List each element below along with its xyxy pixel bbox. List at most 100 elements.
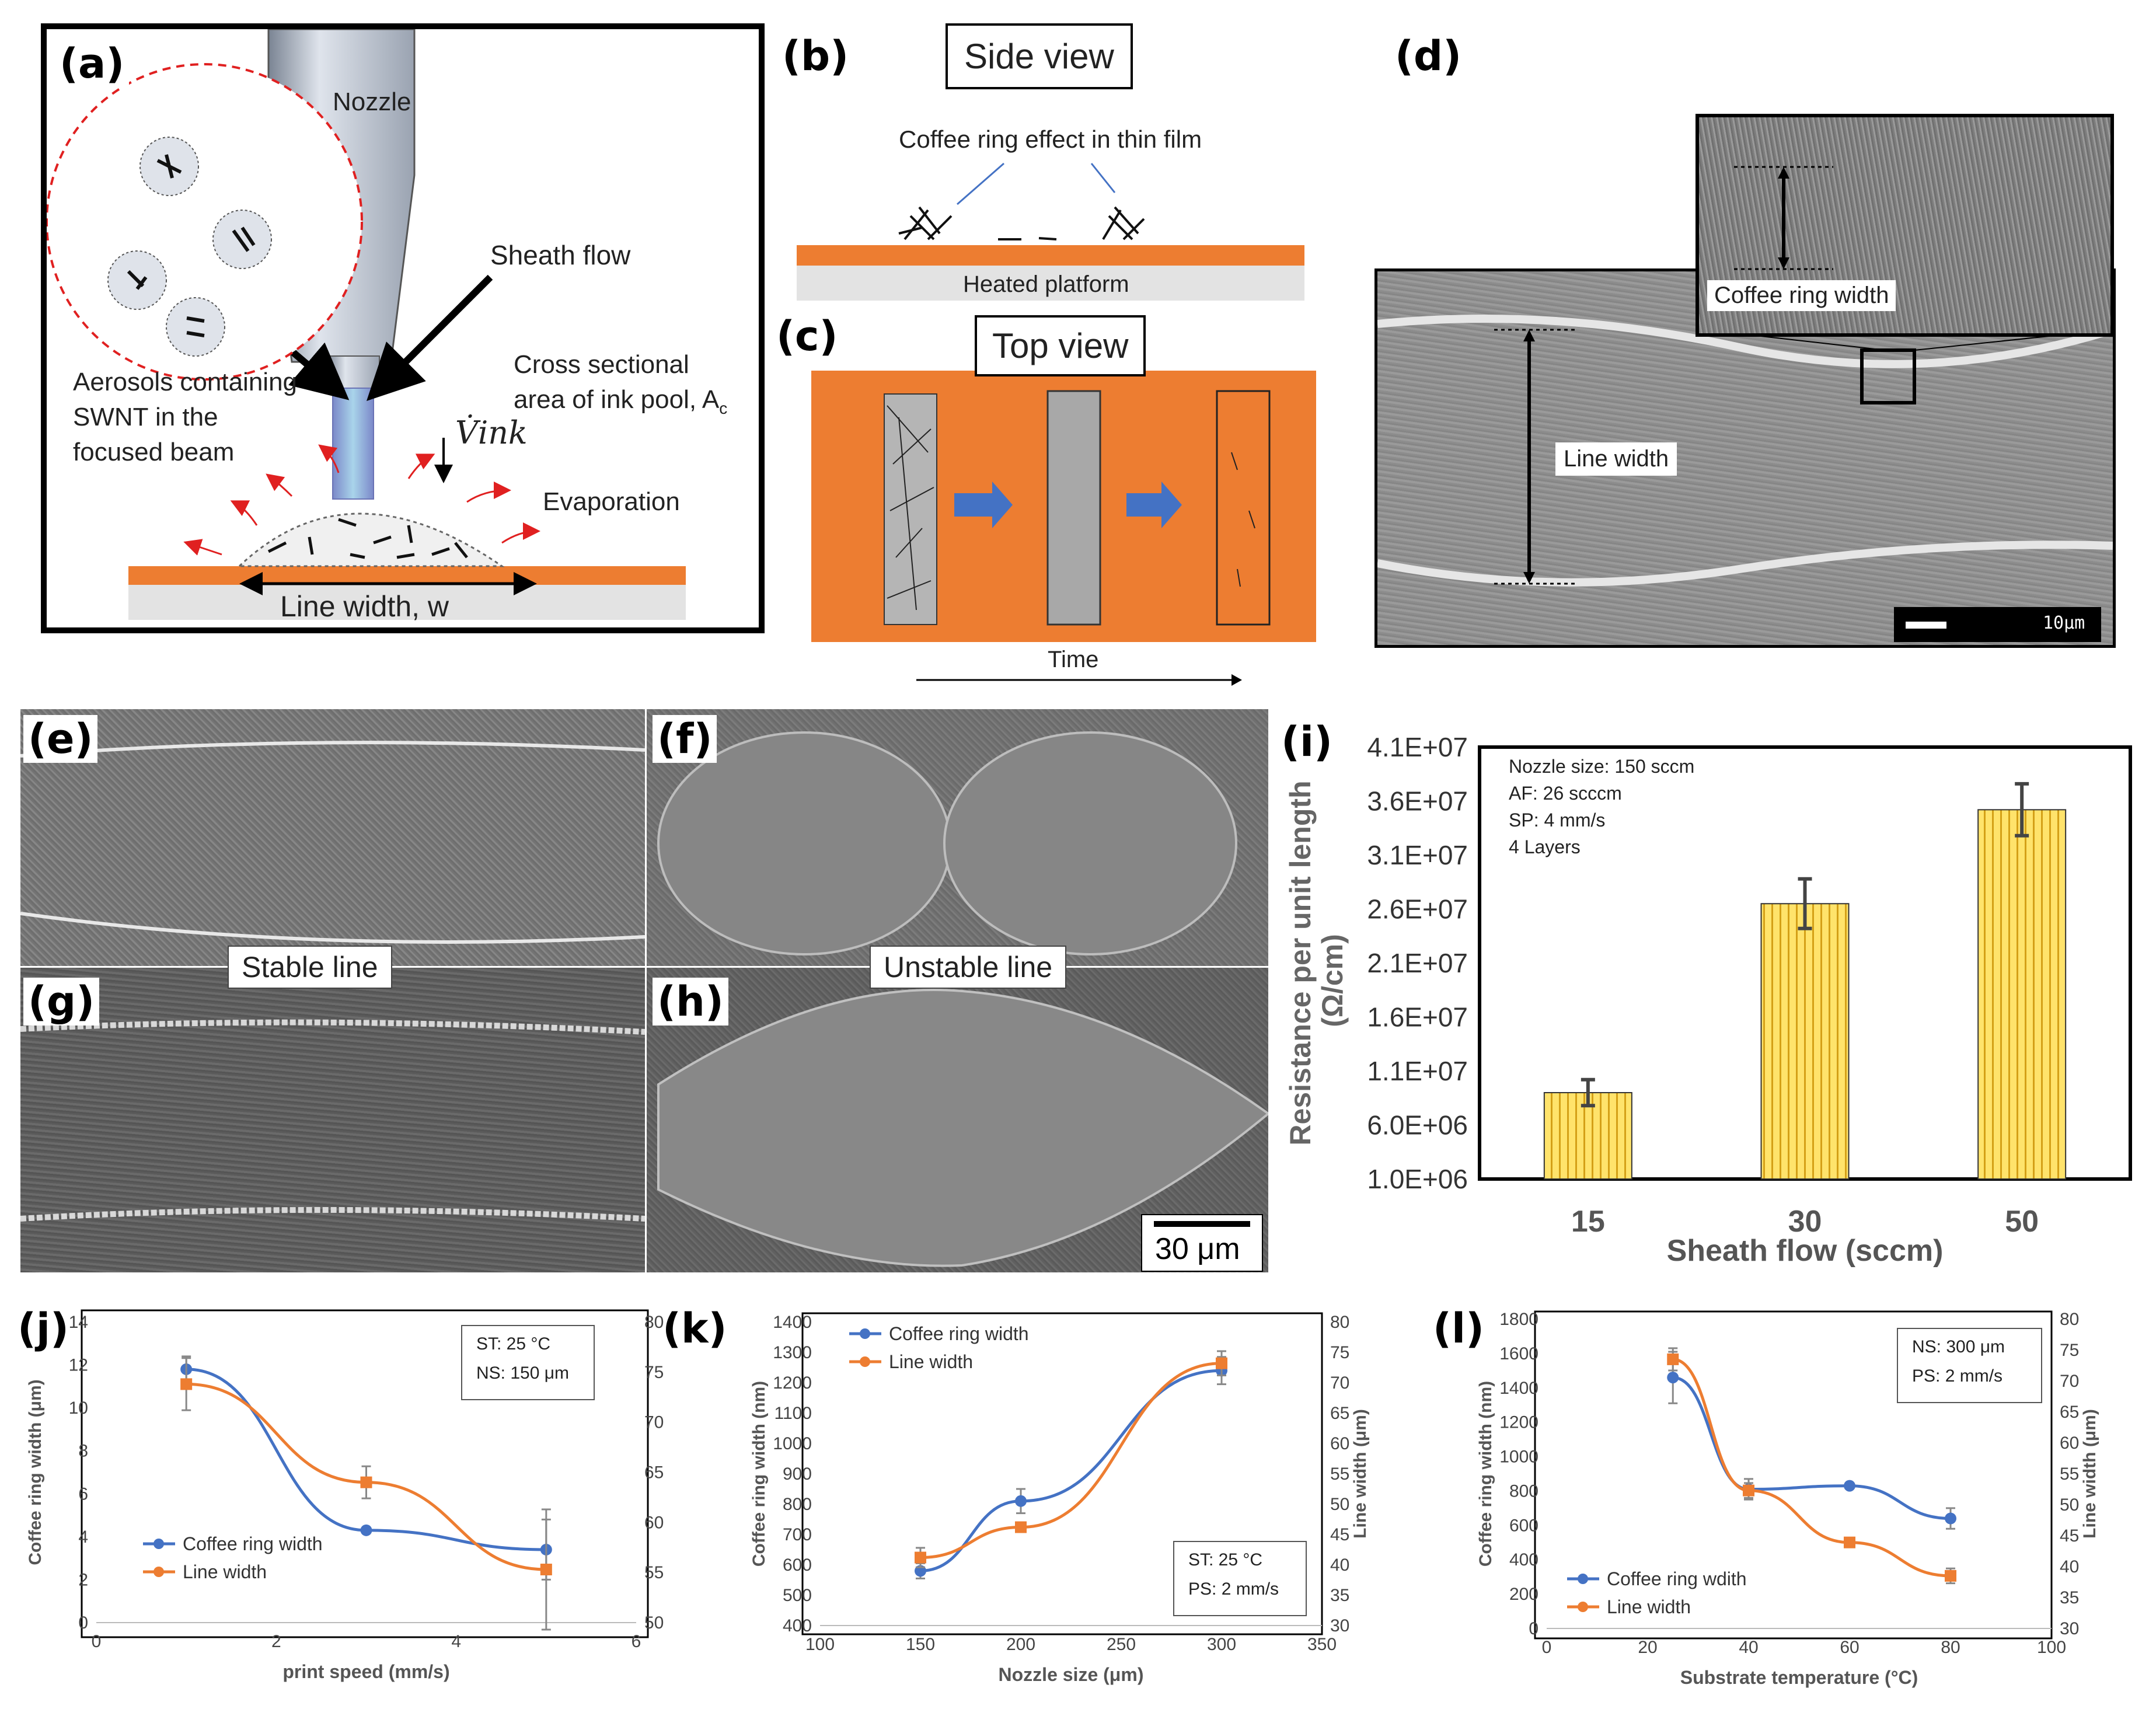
chart-l-point xyxy=(1945,1512,1956,1525)
chart-l-xtick: 40 xyxy=(1739,1638,1758,1657)
chart-k-y2label: Line width (μm) xyxy=(1351,1409,1370,1539)
chart-j-xtick: 4 xyxy=(451,1632,461,1651)
aerosol-text-1: Aerosols containing xyxy=(73,368,298,396)
chart-l-point xyxy=(1844,1480,1855,1492)
chart-l-note-2: PS: 2 mm/s xyxy=(1912,1366,2003,1386)
sem-scalebar-line xyxy=(1154,1221,1250,1227)
top-arrow-1 xyxy=(954,482,1013,528)
chart-i-ytick: 3.6E+07 xyxy=(1367,786,1468,817)
chart-k-xtick: 150 xyxy=(906,1635,935,1654)
chart-l-point xyxy=(1945,1569,1956,1582)
chart-k-ytick: 1000 xyxy=(773,1434,812,1453)
chart-k-ytick: 600 xyxy=(783,1555,812,1575)
nozzle-text: Nozzle xyxy=(333,88,411,116)
chart-l-legend-marker xyxy=(1578,1602,1588,1612)
chart-l-ytick: 1400 xyxy=(1499,1379,1538,1398)
chart-i-ylabel: Resistance per unit length xyxy=(1284,780,1317,1145)
chart-l-point xyxy=(1743,1484,1754,1497)
chart-j-note-1: ST: 25 °C xyxy=(476,1334,551,1354)
focused-beam xyxy=(332,388,374,500)
chart-l-frame xyxy=(1534,1310,2053,1640)
chart-k-frame xyxy=(801,1312,1323,1635)
chart-l-ytick: 800 xyxy=(1509,1481,1538,1501)
panel-g-image xyxy=(20,968,645,1272)
chart-l-xtick: 60 xyxy=(1840,1638,1859,1657)
chart-k-y2tick: 75 xyxy=(1330,1343,1349,1362)
chart-i-xtick: 30 xyxy=(1788,1205,1822,1239)
chart-l-y2tick: 30 xyxy=(2060,1619,2079,1638)
chart-l-point xyxy=(1844,1536,1855,1548)
chart-j-ytick: 2 xyxy=(78,1570,88,1589)
chart-k-y2tick: 40 xyxy=(1330,1555,1349,1575)
unstable-line-label: Unstable line xyxy=(870,946,1067,989)
chart-l-xtick: 100 xyxy=(2037,1638,2066,1657)
chart-j-xtick: 6 xyxy=(632,1632,641,1651)
chart-l-y2label: Line width (μm) xyxy=(2080,1409,2099,1539)
chart-k-point xyxy=(915,1551,926,1564)
chart-j-note-2: NS: 150 μm xyxy=(476,1363,570,1383)
panel-f-image xyxy=(647,709,1268,966)
chart-l-y2tick: 45 xyxy=(2060,1526,2079,1546)
chart-k-note-1: ST: 25 °C xyxy=(1188,1550,1263,1569)
chart-l-y2tick: 75 xyxy=(2060,1341,2079,1360)
chart-i-note-3: SP: 4 mm/s xyxy=(1509,810,1606,831)
chart-l-ytick: 1800 xyxy=(1499,1310,1538,1329)
chart-k-ylabel: Coffee ring width (nm) xyxy=(749,1381,769,1567)
side-view-schematic xyxy=(797,162,1304,301)
chart-i: 1.0E+066.0E+061.1E+071.6E+072.1E+072.6E+… xyxy=(1284,732,2132,1268)
chart-j-ytick: 8 xyxy=(78,1442,88,1461)
chart-k-point xyxy=(1216,1357,1227,1369)
panel-a-label: (a) xyxy=(55,40,130,88)
cross-text-2: area of ink pool, Ac xyxy=(514,385,728,417)
cross-text-1: Cross sectional xyxy=(514,350,689,379)
chart-j-ylabel: Coffee ring width (μm) xyxy=(26,1379,45,1565)
evap-text: Evaporation xyxy=(543,487,680,516)
panel-l-label: (l) xyxy=(1433,1305,1484,1352)
panel-a: (a) Nozzle Sheath flow Aerosols containi… xyxy=(41,23,765,633)
chart-k-legend-marker xyxy=(860,1356,870,1367)
chart-j-y2tick: 65 xyxy=(644,1463,664,1483)
sheath-text: Sheath flow xyxy=(490,240,631,270)
chart-j-y2tick: 80 xyxy=(644,1313,664,1332)
chart-l-y2tick: 35 xyxy=(2060,1588,2079,1607)
chart-k-y2tick: 50 xyxy=(1330,1495,1349,1514)
panel-b-label: (b) xyxy=(782,32,849,80)
chart-k-xlabel: Nozzle size (μm) xyxy=(999,1664,1144,1685)
chart-j-legend-label: Line width xyxy=(183,1561,267,1582)
aerosol-text-2: SWNT in the xyxy=(73,403,218,431)
chart-l-y2tick: 50 xyxy=(2060,1495,2079,1515)
chart-i-note-4: 4 Layers xyxy=(1509,836,1581,857)
chart-k-ytick: 800 xyxy=(783,1495,812,1514)
chart-l-point xyxy=(1667,1353,1679,1365)
chart-j-note: ST: 25 °C NS: 150 μm xyxy=(461,1325,595,1400)
chart-l-y2tick: 40 xyxy=(2060,1557,2079,1576)
chart-i-bar xyxy=(1760,903,1850,1180)
chart-k-ytick: 1200 xyxy=(773,1373,812,1393)
substrate-gray xyxy=(128,585,686,620)
chart-j-xtick: 0 xyxy=(92,1632,102,1651)
vink-text: V̇ink xyxy=(455,414,528,451)
chart-l-ytick: 600 xyxy=(1509,1516,1538,1535)
chart-l-ytick: 1600 xyxy=(1499,1344,1538,1363)
chart-l-legend-label: Coffee ring wdith xyxy=(1607,1568,1747,1589)
chart-k-xtick: 100 xyxy=(805,1635,835,1654)
ink-pool xyxy=(237,512,505,567)
chart-k-y2tick: 55 xyxy=(1330,1464,1349,1484)
chart-l-xtick: 0 xyxy=(1542,1638,1552,1657)
panel-d-label: (d) xyxy=(1395,32,1462,80)
aerosol-text-3: focused beam xyxy=(73,438,235,466)
side-view-title: Side view xyxy=(946,23,1133,89)
chart-l-point xyxy=(1667,1372,1679,1384)
chart-l-y2tick: 55 xyxy=(2060,1464,2079,1484)
chart-j-point xyxy=(540,1564,552,1576)
chart-k-y2tick: 80 xyxy=(1330,1313,1349,1332)
chart-i-ytick: 6.0E+06 xyxy=(1367,1110,1468,1140)
chart-l-ytick: 200 xyxy=(1509,1585,1538,1604)
chart-k-note: ST: 25 °C PS: 2 mm/s xyxy=(1173,1541,1307,1616)
chart-j-frame xyxy=(81,1309,649,1638)
chart-j-y2tick: 75 xyxy=(644,1363,664,1382)
chart-j-legend-marker xyxy=(153,1539,164,1549)
chart-j-legend-marker xyxy=(153,1567,164,1577)
chart-l-ylabel: Coffee ring width (nm) xyxy=(1476,1381,1495,1567)
